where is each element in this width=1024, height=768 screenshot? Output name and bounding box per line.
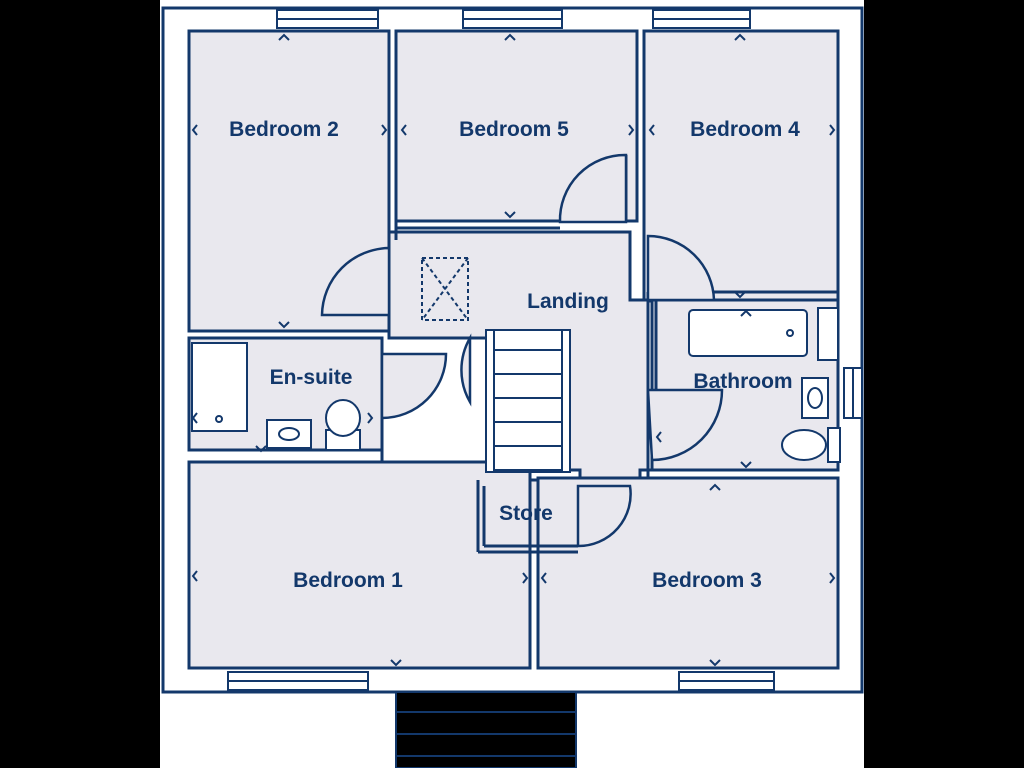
floor-bedroom-1	[187, 460, 532, 670]
loft-hatch-icon	[421, 257, 469, 321]
room-label-bedroom-1: Bedroom 1	[293, 569, 403, 592]
room-label-bedroom-3: Bedroom 3	[652, 569, 762, 592]
dimension-arrow-icon	[191, 33, 836, 667]
room-label-bedroom-4: Bedroom 4	[690, 118, 800, 141]
room-label-bathroom: Bathroom	[693, 370, 792, 393]
toilet-icon	[827, 427, 841, 463]
bath-icon	[688, 309, 808, 357]
staircase-icon	[395, 691, 577, 768]
room-label-bedroom-2: Bedroom 2	[229, 118, 339, 141]
room-label-bedroom-5: Bedroom 5	[459, 118, 569, 141]
staircase-icon	[485, 329, 571, 473]
window-icon	[227, 9, 863, 691]
door-swing-icon	[320, 153, 724, 548]
room-label-en-suite: En-suite	[270, 366, 353, 389]
room-label-store: Store	[499, 502, 553, 525]
room-label-landing: Landing	[527, 290, 609, 313]
